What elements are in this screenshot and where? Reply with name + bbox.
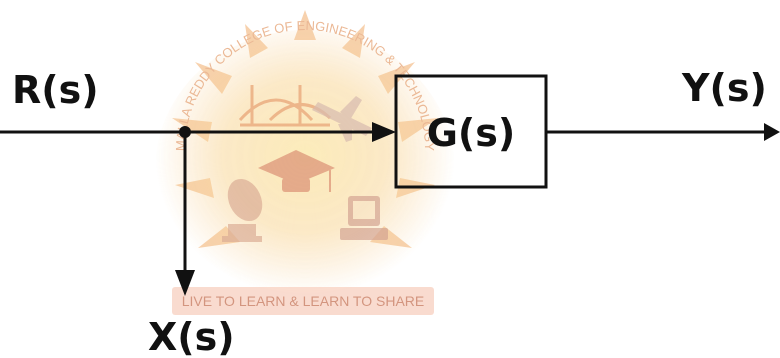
computer-icon <box>340 196 388 240</box>
block-label: G(s) <box>427 111 516 155</box>
bridge-icon <box>238 85 332 127</box>
takeoff-arrowhead-icon <box>175 270 195 296</box>
forward-arrowhead-icon <box>372 122 396 142</box>
watermark-logo: MALLA REDDY COLLEGE OF ENGINEERING & TEC… <box>155 10 455 315</box>
output-arrowhead-icon <box>764 123 780 141</box>
output-label: Y(s) <box>681 66 767 110</box>
motto-banner <box>172 287 434 315</box>
watermark-motto: LIVE TO LEARN & LEARN TO SHARE <box>182 293 425 309</box>
satellite-dish-icon <box>222 178 263 242</box>
graduation-cap-icon <box>258 150 335 192</box>
takeoff-label: X(s) <box>148 315 235 358</box>
input-label: R(s) <box>12 68 99 112</box>
